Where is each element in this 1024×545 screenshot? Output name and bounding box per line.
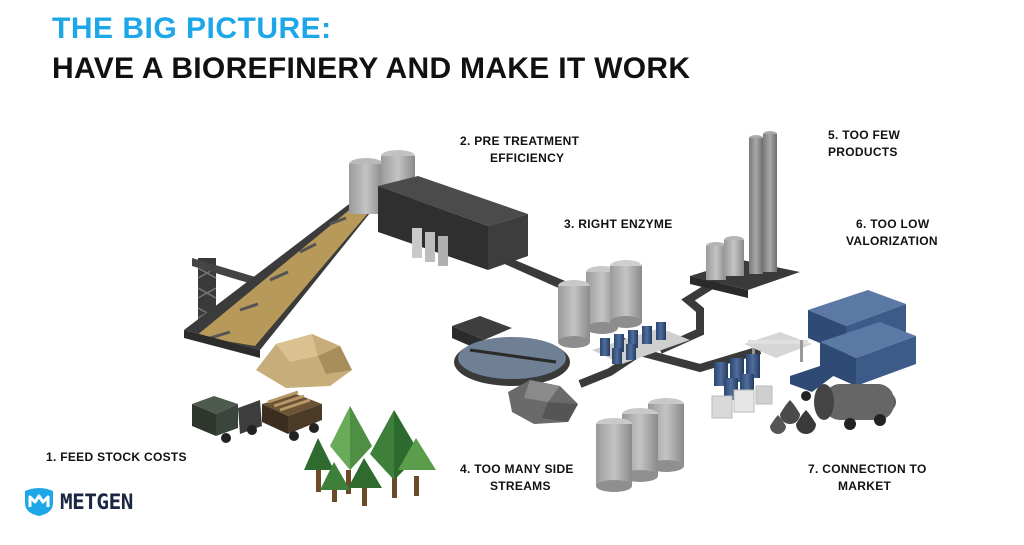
label-feed-stock-costs: 1. FEED STOCK COSTS [46, 449, 187, 466]
slide-title: THE BIG PICTURE: [52, 12, 332, 45]
enzyme-tanks [558, 260, 642, 348]
label-side-streams: 4. TOO MANY SIDE STREAMS [460, 461, 574, 495]
label-too-low-valorization: 6. TOO LOW VALORIZATION [846, 216, 938, 250]
sawdust-pile [256, 334, 352, 388]
chimney-stacks [690, 131, 800, 298]
tanker-truck [790, 366, 896, 430]
white-boxes [711, 385, 773, 419]
label-line: 3. RIGHT ENZYME [564, 217, 673, 231]
stone-pile [508, 380, 578, 424]
label-line: 4. TOO MANY SIDE [460, 462, 574, 476]
product-droplets [770, 400, 816, 434]
label-line: 6. TOO LOW [856, 217, 930, 231]
label-line: EFFICIENCY [490, 151, 565, 165]
metgen-logo-text: METGEN [60, 490, 133, 514]
pretreatment-building [349, 150, 528, 270]
forest-trees [304, 406, 436, 506]
metgen-logo: METGEN [22, 487, 133, 517]
log-trucks [192, 390, 322, 443]
conveyor-belt [184, 182, 390, 358]
label-line: STREAMS [490, 479, 551, 493]
slide-subtitle: HAVE A BIOREFINERY AND MAKE IT WORK [52, 52, 691, 85]
product-containers [808, 290, 916, 386]
label-connection-to-market: 7. CONNECTION TO MARKET [808, 461, 927, 495]
label-line: 1. FEED STOCK COSTS [46, 450, 187, 464]
label-line: VALORIZATION [846, 234, 938, 248]
label-line: PRODUCTS [828, 145, 898, 159]
label-line: 5. TOO FEW [828, 128, 901, 142]
metgen-logo-icon [25, 488, 53, 516]
label-line: 7. CONNECTION TO [808, 462, 927, 476]
side-stream-tanks [596, 398, 684, 492]
clarifier-pond [452, 316, 570, 386]
blue-tank-rack-center [592, 322, 690, 364]
label-line: 2. PRE TREATMENT [460, 134, 580, 148]
label-line: MARKET [838, 479, 892, 493]
label-right-enzyme: 3. RIGHT ENZYME [564, 216, 673, 233]
label-pre-treatment: 2. PRE TREATMENT EFFICIENCY [460, 133, 579, 167]
label-too-few-products: 5. TOO FEW PRODUCTS [828, 127, 900, 161]
